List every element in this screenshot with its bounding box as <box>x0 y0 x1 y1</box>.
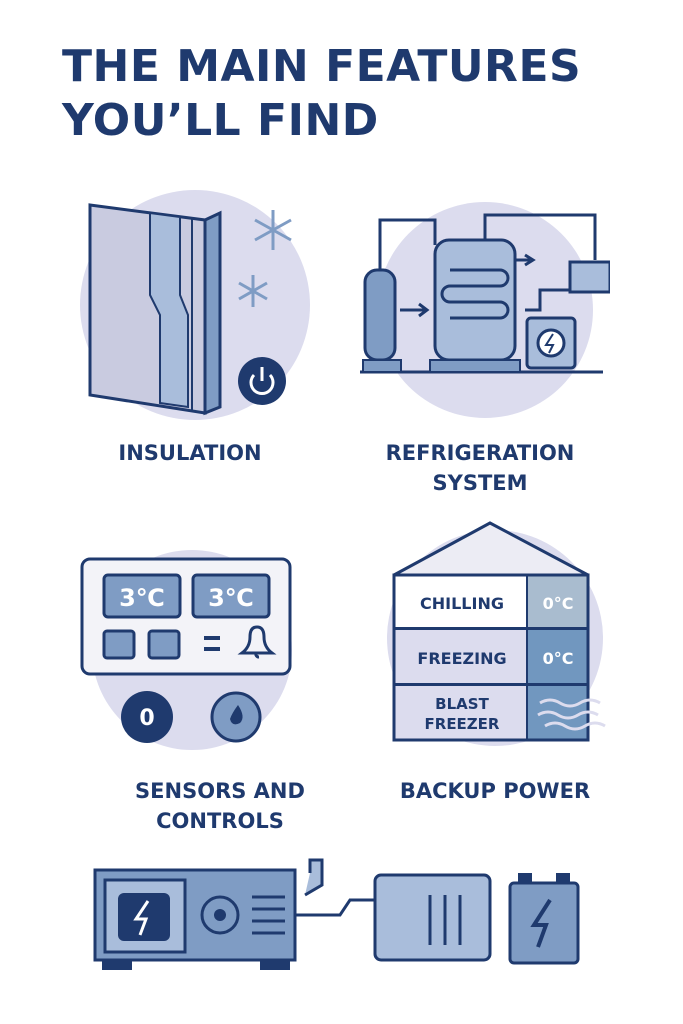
title-line-1: THE MAIN FEATURES <box>62 41 582 92</box>
control-panel-icon: 3℃ 3℃ 0 <box>80 550 292 750</box>
lightning-icon <box>133 900 150 936</box>
page-title: THE MAIN FEATURES YOU’LL FIND <box>62 40 581 148</box>
zone-chilling: CHILLING <box>420 594 504 613</box>
sensors-label: SENSORS AND CONTROLS <box>100 776 340 836</box>
control-button <box>147 629 181 660</box>
insulation-label: INSULATION <box>118 441 262 465</box>
label-line-1: REFRIGERATION <box>385 441 575 465</box>
temperature-display-1: 3℃ <box>119 584 165 612</box>
cold-air-icon <box>537 698 606 731</box>
bell-icon <box>237 625 277 659</box>
control-button <box>102 629 136 660</box>
refrigeration-system-icon <box>360 202 610 418</box>
title-line-2: YOU’LL FIND <box>62 95 379 146</box>
storage-zones-icon: CHILLING 0°C FREEZING 0°C BLAST FREEZER <box>387 521 606 746</box>
backup-power-label: BACKUP POWER <box>399 779 591 803</box>
label-line-2: CONTROLS <box>156 809 284 833</box>
zone-blast-2: FREEZER <box>425 715 500 733</box>
knob-dark <box>121 691 173 743</box>
zone-blast-1: BLAST <box>435 695 489 713</box>
label-line-1: SENSORS AND <box>135 779 305 803</box>
generator-battery-illustration <box>93 858 580 970</box>
refrigeration-label: REFRIGERATION SYSTEM <box>360 438 600 498</box>
insulation-panel-icon <box>80 190 310 420</box>
knob-value: 0 <box>139 706 154 731</box>
zone-chilling-temp: 0°C <box>543 594 574 613</box>
zone-freezing-temp: 0°C <box>543 649 574 668</box>
label-line-2: SYSTEM <box>432 471 528 495</box>
zone-freezing: FREEZING <box>417 649 506 668</box>
temperature-display-2: 3℃ <box>208 584 254 612</box>
snowflake-icon <box>238 210 292 307</box>
